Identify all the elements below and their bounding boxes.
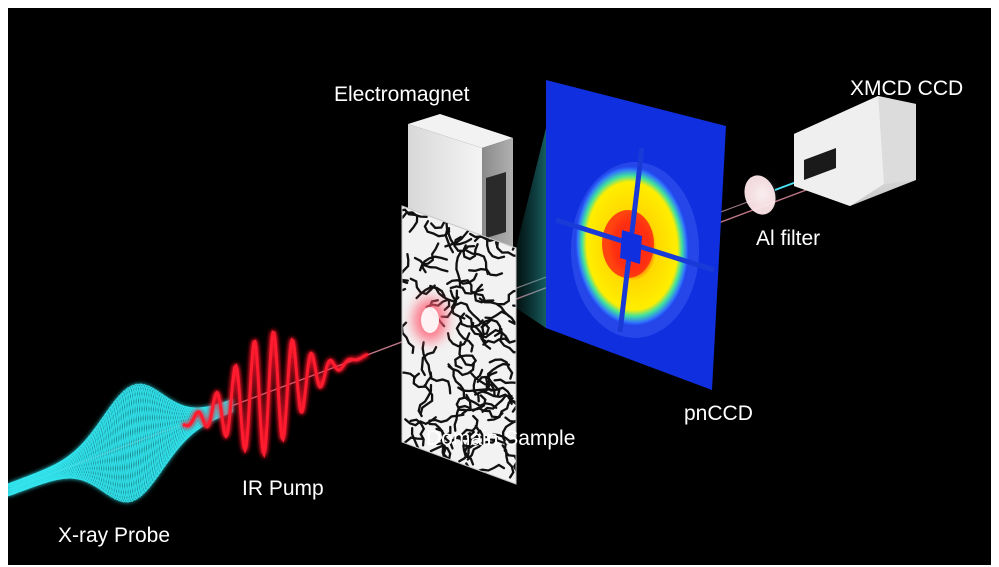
xmcd-ccd-label: XMCD CCD (850, 77, 964, 100)
scattering-cone (516, 128, 546, 328)
pnccd-label: pnCCD (684, 402, 753, 425)
camera-box (794, 96, 916, 206)
electromagnet-label: Electromagnet (334, 83, 470, 106)
ir-pump-label: IR Pump (242, 477, 324, 500)
setup-illustration (8, 80, 916, 504)
magnetic-domain-pattern (401, 205, 517, 485)
ir-pump-pulse (182, 330, 369, 459)
domain-sample-label: Domain Sample (426, 427, 576, 450)
detector-screen (546, 80, 726, 390)
xray-probe-label: X-ray Probe (58, 524, 171, 547)
experiment-scene: Electromagnet XMCD CCD Al filter pnCCD D… (8, 8, 991, 565)
filter-disc (744, 175, 776, 215)
xray-probe-pulse (8, 383, 234, 504)
al-filter-label: Al filter (756, 227, 821, 250)
